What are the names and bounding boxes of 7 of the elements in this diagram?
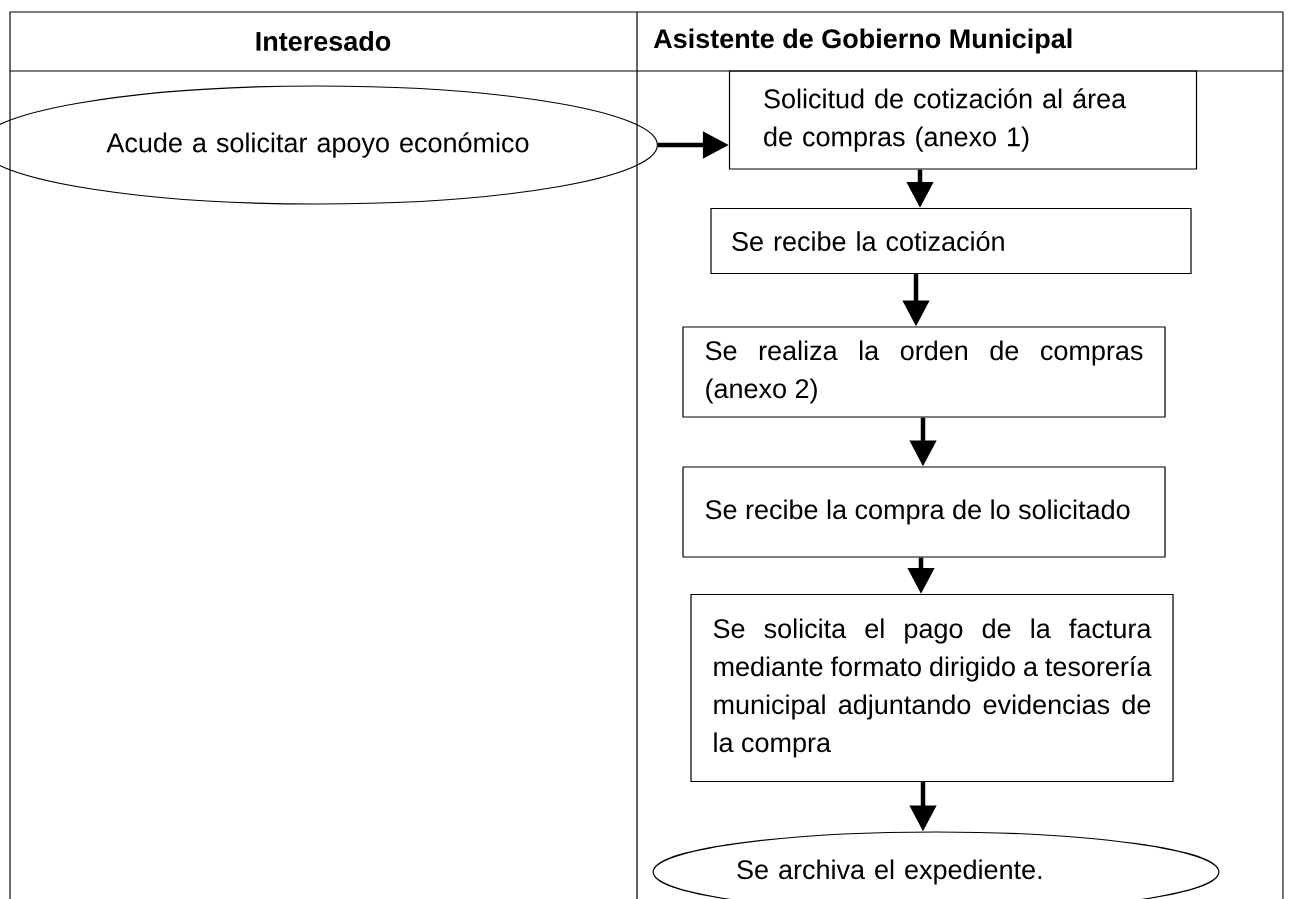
process-box: Se solicita el pago de la factura mediante formato dirigido a tesorería municipal adjuntando evidencias de la compra xyxy=(690,593,1174,783)
process-box: Se recibe la compra de lo solicitado xyxy=(682,466,1166,558)
process-box: Solicitud de cotización al área de compras (anexo 1) xyxy=(728,70,1198,170)
column-header: Asistente de Gobierno Municipal xyxy=(653,28,1072,54)
process-box: Se realiza la orden de compras (anexo 2) xyxy=(682,326,1166,418)
column-header: Interesado xyxy=(256,31,391,51)
process-box: Se recibe la cotización xyxy=(710,207,1192,275)
